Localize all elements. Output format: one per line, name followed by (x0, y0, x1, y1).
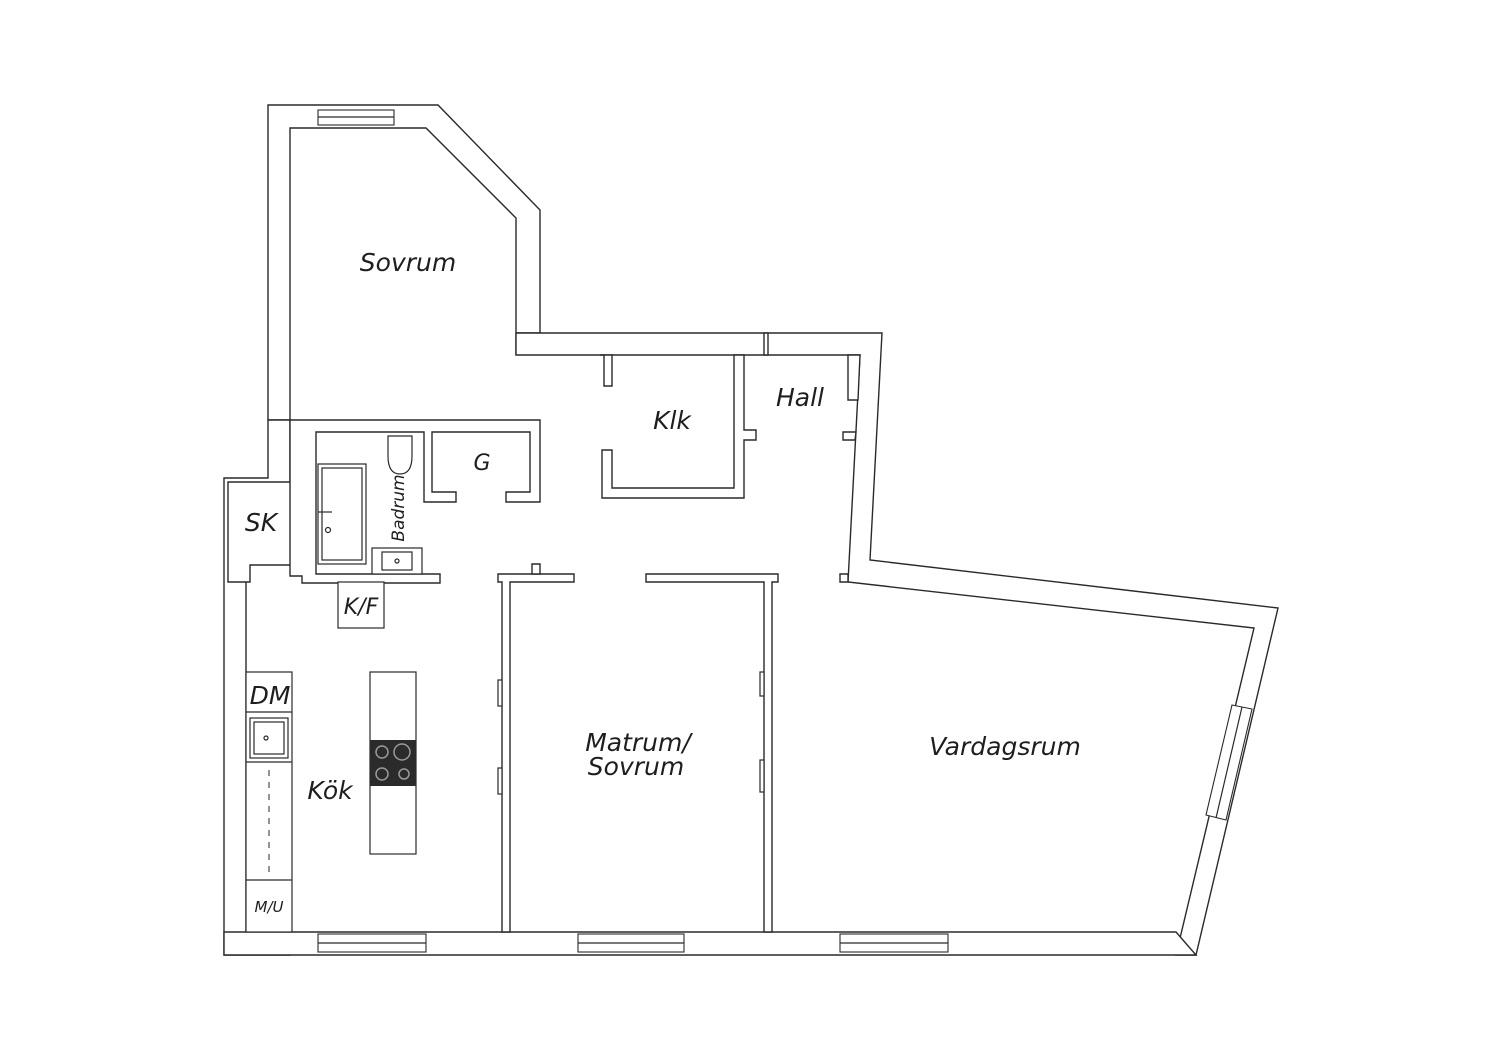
fixtures (245, 435, 423, 933)
label-kf: K/F (344, 595, 379, 620)
label-hall: Hall (776, 383, 824, 412)
hall-jamb-lower (842, 431, 857, 441)
label-vardagsrum: Vardagsrum (929, 732, 1081, 761)
bottom-wall (223, 931, 1198, 956)
label-sovrum: Sovrum (360, 248, 456, 277)
klk-walls (600, 354, 613, 387)
toilet (387, 435, 413, 475)
wall-stub-top (531, 563, 541, 575)
label-matrum-sovrum: Sovrum (588, 752, 684, 781)
label-kok: Kök (307, 776, 354, 805)
label-dm: DM (250, 681, 291, 710)
label-mu: M/U (255, 898, 284, 916)
fridge-freezer (337, 581, 385, 629)
label-klk: Klk (653, 406, 692, 435)
label-g: G (473, 451, 490, 476)
kitchen-dining-wall (497, 573, 575, 933)
top-middle-wall (515, 332, 1279, 956)
label-sk: SK (245, 508, 280, 537)
label-badrum: Badrum (389, 474, 409, 541)
room-labels: Sovrum Klk Hall G Badrum SK K/F DM Kök M… (245, 248, 1081, 916)
label-matrum: Matrum/ (585, 728, 693, 757)
dining-living-wall (645, 573, 779, 933)
kitchen-counter (245, 671, 293, 933)
hall-divider (763, 332, 769, 356)
hall-living-stub (839, 573, 849, 583)
interior-walls (289, 332, 861, 933)
klk-box (601, 354, 757, 499)
outer-walls (223, 104, 1279, 956)
windows (317, 109, 1253, 953)
hall-jamb-upper (847, 354, 861, 401)
